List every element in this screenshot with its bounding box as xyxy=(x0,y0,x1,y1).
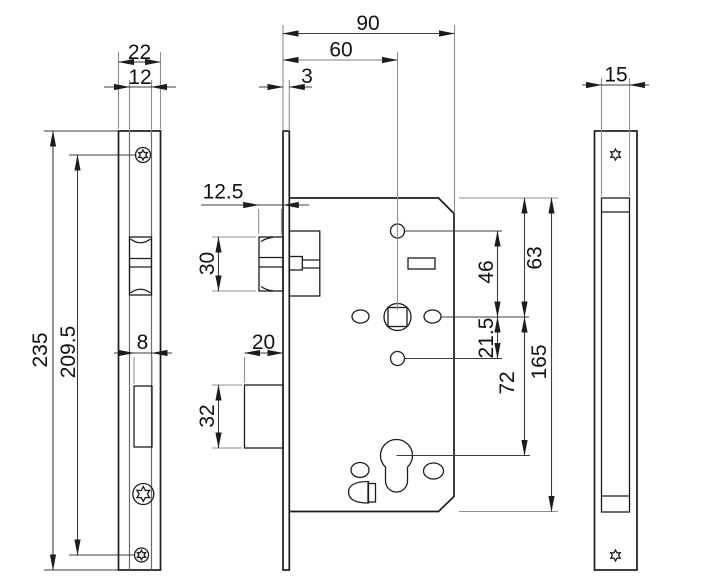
dim-label-15: 15 xyxy=(604,64,627,87)
dimension-spindle-to-cylinder: 72 xyxy=(496,316,528,456)
torx-screw-icon xyxy=(139,150,148,160)
latch-bolt xyxy=(258,230,321,297)
edge-plate-view: 15 xyxy=(582,64,649,571)
edge-plate-outline xyxy=(593,130,638,571)
deadbolt xyxy=(243,384,284,449)
dim-label-90: 90 xyxy=(356,12,379,35)
dim-label-8: 8 xyxy=(137,331,149,354)
dim-label-21-5: 21.5 xyxy=(475,318,498,359)
dimension-screw-spacing: 209.5 xyxy=(57,154,136,556)
dimension-slot-width: 8 xyxy=(114,331,172,384)
dim-label-46: 46 xyxy=(475,260,498,283)
latch-window xyxy=(128,236,153,296)
euro-cylinder-cutout xyxy=(379,438,414,493)
dimension-channel-width: 15 xyxy=(582,64,649,196)
cylinder-fixing-hole-right xyxy=(422,462,445,480)
dim-label-63: 63 xyxy=(524,246,547,269)
dimension-case-height: 165 xyxy=(528,197,555,512)
stop-slot xyxy=(407,257,436,270)
dim-label-209-5: 209.5 xyxy=(57,326,80,379)
dim-label-3: 3 xyxy=(301,65,313,88)
dimension-plate-outer-width: 22 xyxy=(117,41,162,129)
dim-label-72: 72 xyxy=(496,371,519,394)
faceplate-edge xyxy=(282,130,291,571)
front-faceplate-view: 22 12 8 235 xyxy=(29,41,176,571)
middle-screw xyxy=(133,484,154,505)
torx-screw-icon xyxy=(137,550,145,559)
bottom-screw xyxy=(133,548,150,562)
lock-case-outline xyxy=(289,197,455,513)
right-side-leaders xyxy=(396,197,558,513)
deadbolt-slot xyxy=(133,385,153,448)
dim-label-32: 32 xyxy=(196,404,219,427)
dimension-faceplate-thickness: 3 xyxy=(259,65,313,131)
dim-label-30: 30 xyxy=(196,252,219,275)
top-screw xyxy=(134,148,152,163)
dimension-plate-inner-width: 12 xyxy=(104,66,176,131)
cylinder-retainer xyxy=(347,480,377,504)
dimension-spindle-to-lower-hole: 21.5 xyxy=(475,316,501,359)
handle-fixing-hole-left xyxy=(351,309,370,324)
dimension-latch-height: 30 xyxy=(196,236,256,292)
edge-plate-channel xyxy=(600,197,631,513)
lower-fixing-hole xyxy=(389,350,406,367)
lock-case-side-view: 90 60 3 12.5 30 xyxy=(196,12,558,571)
dimension-backset: 60 xyxy=(282,39,399,310)
cylinder-fixing-hole-left xyxy=(350,461,370,479)
dim-label-165: 165 xyxy=(528,344,551,379)
torx-screw-icon xyxy=(611,149,621,160)
dimension-case-depth: 90 xyxy=(282,12,456,212)
torx-screw-icon xyxy=(137,487,150,502)
dim-label-12-5: 12.5 xyxy=(203,181,244,204)
torx-screw-icon xyxy=(611,550,621,561)
dimension-latch-projection: 12.5 xyxy=(201,181,309,234)
dimension-plate-height: 235 xyxy=(29,130,119,571)
dim-label-60: 60 xyxy=(329,39,352,62)
dim-label-22: 22 xyxy=(128,41,151,64)
dimension-deadbolt-height: 32 xyxy=(196,384,242,449)
dimension-top-to-spindle: 63 xyxy=(521,197,547,318)
handle-fixing-hole-right xyxy=(423,309,442,324)
dim-label-20: 20 xyxy=(252,331,275,354)
dimension-deadbolt-projection: 20 xyxy=(243,331,284,383)
dimension-spindle-to-top-hole: 46 xyxy=(475,230,501,318)
dim-label-12: 12 xyxy=(128,66,151,89)
dim-label-235: 235 xyxy=(29,332,52,367)
